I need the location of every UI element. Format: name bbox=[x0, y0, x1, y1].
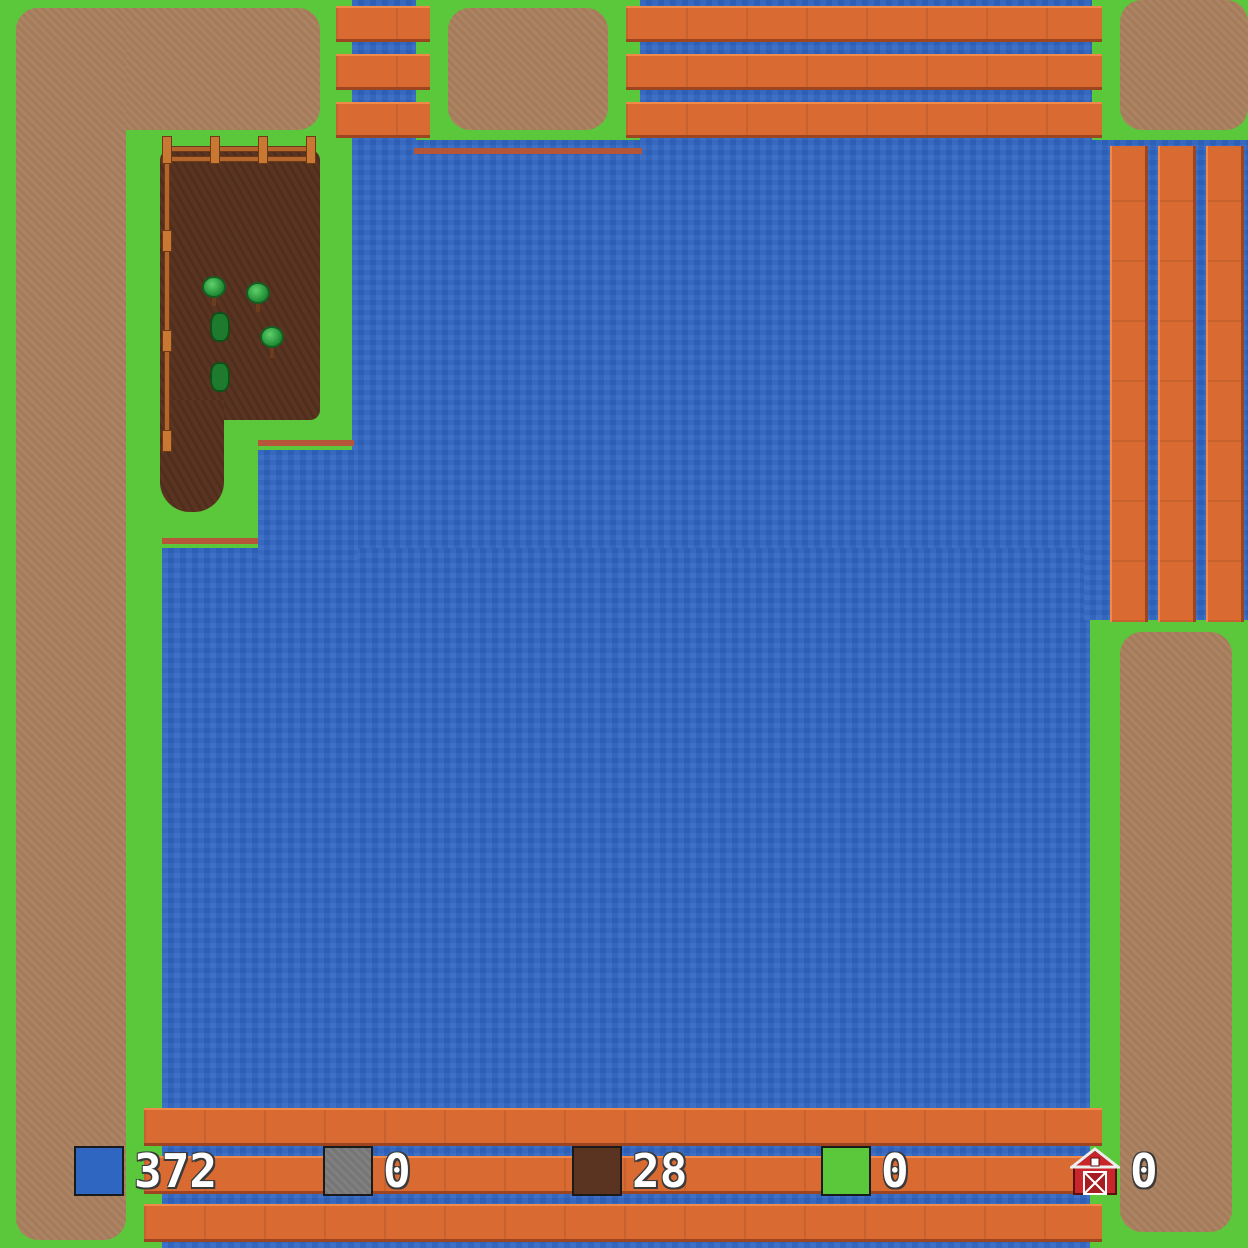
fence-post bbox=[210, 136, 220, 164]
fence-rail-top bbox=[164, 156, 316, 162]
soil-tile-icon bbox=[572, 1146, 622, 1196]
bridge-plank bbox=[336, 6, 430, 42]
barn-count: 0 bbox=[1130, 1144, 1158, 1198]
barn-icon bbox=[1067, 1146, 1123, 1196]
lake-water bbox=[352, 140, 1092, 560]
farm-plot-soil-extension bbox=[160, 400, 224, 512]
bridge-plank bbox=[626, 54, 1102, 90]
fence-post bbox=[258, 136, 268, 164]
bridge-plank-vertical bbox=[1206, 146, 1244, 622]
lake-water-step bbox=[258, 450, 358, 560]
bridge-plank bbox=[144, 1204, 1102, 1242]
farm-plot-soil bbox=[160, 150, 320, 420]
bridge-plank bbox=[144, 1156, 1102, 1194]
dirt-path-right-bottom bbox=[1120, 632, 1232, 1232]
dirt-path-top-middle bbox=[448, 8, 608, 130]
bridge-plank-vertical bbox=[1158, 146, 1196, 622]
tree-sapling-icon bbox=[246, 282, 270, 312]
hud-inventory: 372 0 28 0 0 bbox=[0, 1140, 1248, 1204]
fence-rail-top bbox=[164, 146, 316, 152]
dirt-path-left-vertical bbox=[16, 8, 126, 1240]
tree-sapling-icon bbox=[260, 326, 284, 358]
water-tile-count: 372 bbox=[134, 1144, 218, 1198]
fence-post bbox=[162, 430, 172, 452]
fence-post bbox=[162, 136, 172, 164]
fence-post bbox=[306, 136, 316, 164]
dirt-path-top-right bbox=[1120, 0, 1248, 130]
bridge-plank bbox=[336, 102, 430, 138]
shoreline-top bbox=[414, 148, 642, 154]
bridge-plank-vertical bbox=[1110, 146, 1148, 622]
grass-tile-icon bbox=[821, 1146, 871, 1196]
grass-tile-count: 0 bbox=[881, 1144, 909, 1198]
stone-tile-icon bbox=[323, 1146, 373, 1196]
bridge-plank bbox=[626, 6, 1102, 42]
crop-plant-icon bbox=[210, 362, 230, 392]
tree-sapling-icon bbox=[202, 276, 226, 306]
shoreline-step bbox=[258, 440, 354, 446]
bridge-plank bbox=[626, 102, 1102, 138]
water-tile-icon bbox=[74, 1146, 124, 1196]
fence-post bbox=[162, 330, 172, 352]
soil-tile-count: 28 bbox=[632, 1144, 688, 1198]
fence-rail-left bbox=[164, 146, 170, 452]
bridge-plank bbox=[336, 54, 430, 90]
fence-post bbox=[162, 230, 172, 252]
shoreline-lower bbox=[162, 538, 258, 544]
bridge-plank bbox=[144, 1108, 1102, 1146]
crop-plant-icon bbox=[210, 312, 230, 342]
stone-tile-count: 0 bbox=[383, 1144, 411, 1198]
